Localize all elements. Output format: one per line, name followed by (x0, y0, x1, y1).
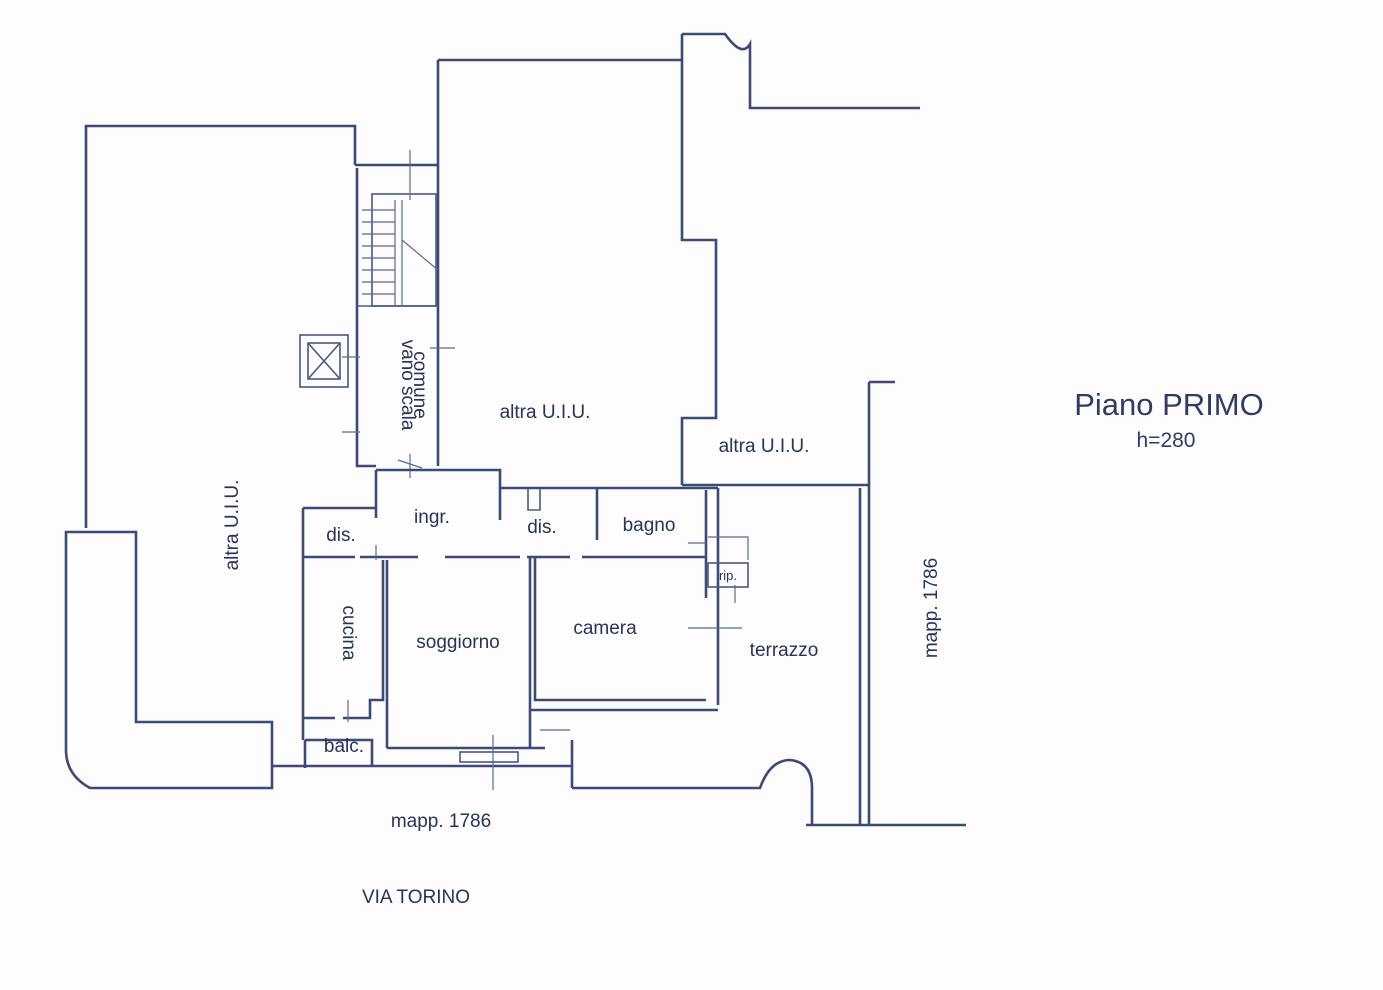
label-balc: balc. (324, 736, 364, 757)
left-neighbour-outline (64, 124, 357, 790)
stair-steps (362, 150, 439, 306)
label-street: VIA TORINO (362, 887, 470, 908)
apartment-walls (272, 468, 814, 825)
plan-title-block: Piano PRIMO h=280 (1074, 387, 1264, 452)
label-dis-left: dis. (326, 525, 356, 546)
label-comune: comune (409, 351, 430, 419)
label-dis-right: dis. (527, 517, 557, 538)
central-neighbour-outline (438, 32, 920, 485)
right-boundary (682, 380, 966, 827)
label-rip: rip. (719, 568, 737, 583)
plan-height: h=280 (1137, 429, 1196, 452)
label-cucina: cucina (338, 606, 359, 661)
label-ingr: ingr. (414, 507, 450, 528)
room-labels: altra U.I.U. altra U.I.U. altra U.I.U. v… (222, 340, 942, 908)
label-altra-uiu-right: altra U.I.U. (719, 436, 810, 457)
label-vano-scala: vano scala (397, 340, 418, 431)
lift-shaft (299, 334, 349, 388)
staircase-block (299, 60, 455, 478)
plan-title: Piano PRIMO (1074, 387, 1264, 422)
label-terrazzo: terrazzo (750, 640, 819, 661)
label-camera: camera (573, 618, 637, 639)
label-altra-uiu-left: altra U.I.U. (222, 480, 243, 571)
label-bagno: bagno (623, 515, 676, 536)
label-soggiorno: soggiorno (416, 632, 499, 653)
label-mapp-right: mapp. 1786 (921, 558, 942, 658)
label-mapp-bottom: mapp. 1786 (391, 811, 491, 832)
label-altra-uiu-center: altra U.I.U. (500, 402, 591, 423)
